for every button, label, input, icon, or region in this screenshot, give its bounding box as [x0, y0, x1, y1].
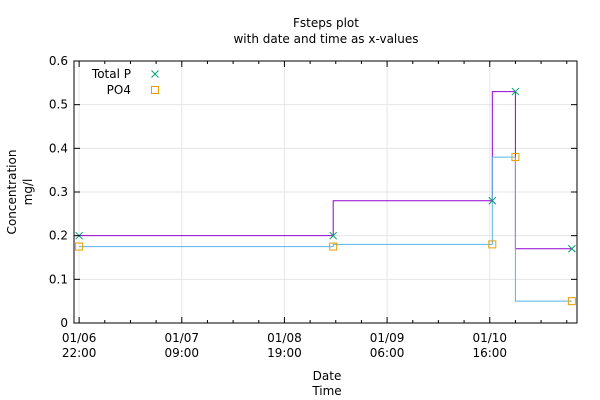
- x-tick-time-label: 22:00: [62, 346, 97, 360]
- series-lines: [79, 91, 572, 302]
- x-axis-label: Date: [313, 369, 342, 383]
- y-tick-label: 0.5: [49, 98, 68, 112]
- legend: Total P PO4: [91, 67, 159, 97]
- y-axis-unit-label: mg/l: [21, 179, 35, 206]
- y-tick-label: 0: [60, 316, 68, 330]
- y-tick-label: 0.2: [49, 229, 68, 243]
- x-tick-date-label: 01/08: [267, 331, 302, 345]
- po4-marker: [511, 153, 520, 162]
- x-tick-time-label: 16:00: [472, 346, 507, 360]
- legend-po4-marker: [151, 86, 159, 94]
- po4-marker: [567, 297, 576, 306]
- x-axis-time-label: Time: [311, 384, 341, 398]
- chart-title: Fsteps plot: [293, 16, 359, 30]
- legend-total-p-marker: [151, 70, 159, 78]
- x-tick-time-label: 06:00: [370, 346, 405, 360]
- total-p-marker: [329, 231, 338, 240]
- y-tick-labels: 0 0.1 0.2 0.3 0.4 0.5 0.6: [49, 54, 68, 330]
- total-p-marker: [488, 196, 497, 205]
- po4-marker: [488, 240, 497, 249]
- chart-subtitle: with date and time as x-values: [233, 32, 418, 46]
- x-tick-date-label: 01/06: [62, 331, 97, 345]
- data-markers: [75, 87, 576, 306]
- y-tick-label: 0.1: [49, 272, 68, 286]
- series-line-0: [79, 91, 572, 250]
- x-tick-date-label: 01/10: [472, 331, 507, 345]
- legend-label: Total P: [91, 67, 131, 81]
- po4-marker: [329, 242, 338, 251]
- axis-ticks: [74, 60, 577, 324]
- y-tick-label: 0.4: [49, 141, 68, 155]
- grid-lines: [74, 61, 577, 323]
- total-p-marker: [568, 244, 576, 253]
- x-tick-date-label: 01/07: [164, 331, 199, 345]
- po4-marker: [75, 242, 84, 251]
- legend-label: PO4: [107, 83, 131, 97]
- y-tick-label: 0.3: [49, 185, 68, 199]
- total-p-marker: [511, 87, 520, 96]
- x-tick-date-label: 01/09: [370, 331, 405, 345]
- y-tick-label: 0.6: [49, 54, 68, 68]
- x-tick-time-label: 19:00: [267, 346, 302, 360]
- y-axis-label: Concentration: [5, 150, 19, 235]
- x-tick-time-label: 09:00: [164, 346, 199, 360]
